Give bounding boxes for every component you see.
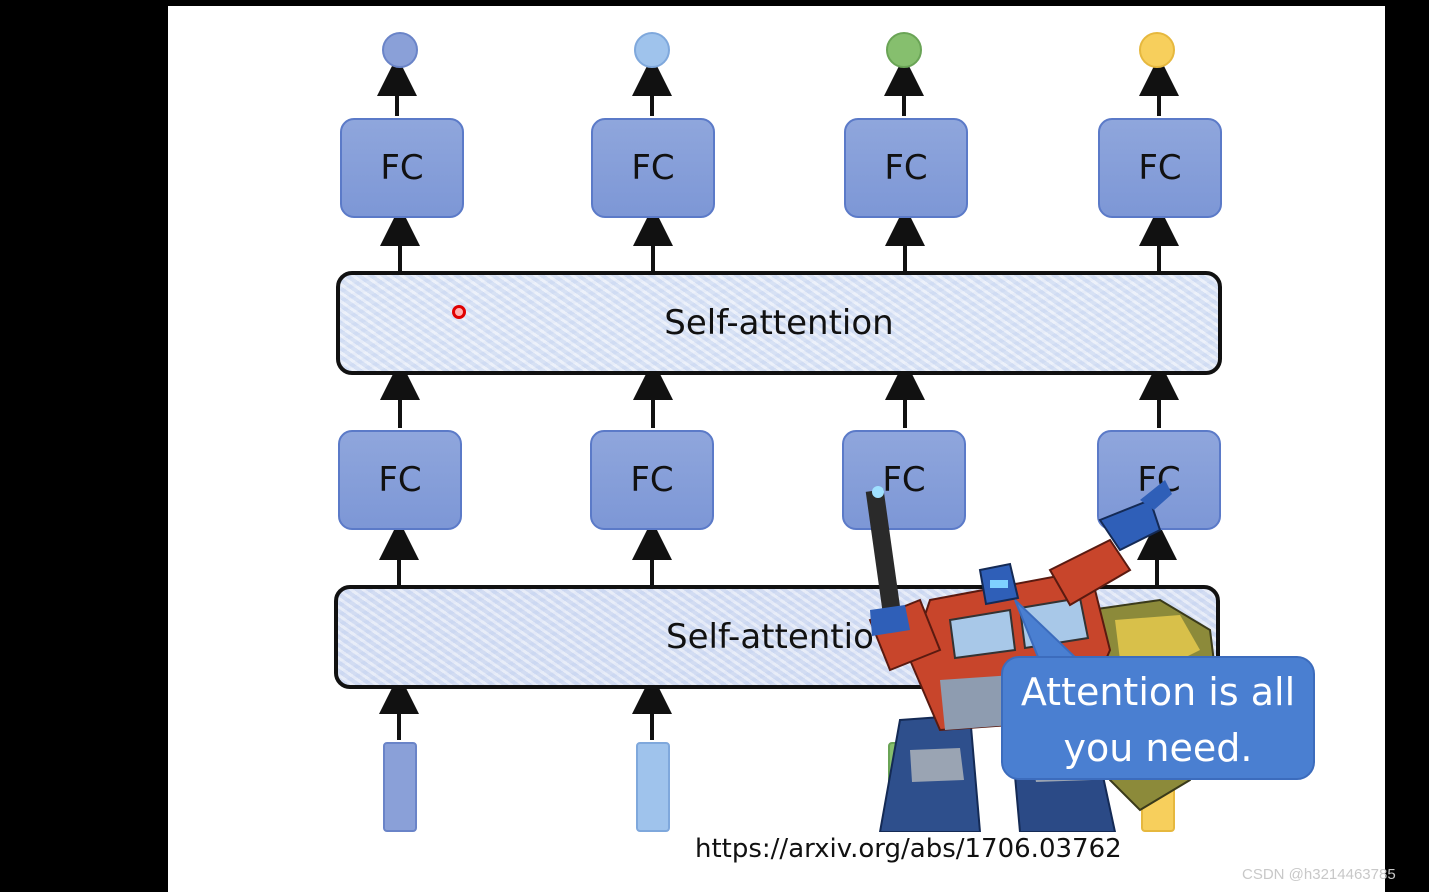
fc-upper-4: FC bbox=[1098, 118, 1222, 218]
fc-lower-1: FC bbox=[338, 430, 462, 530]
fc-label: FC bbox=[884, 148, 928, 188]
fc-upper-2: FC bbox=[591, 118, 715, 218]
fc-label: FC bbox=[631, 148, 675, 188]
input-vector-1 bbox=[383, 742, 417, 832]
fc-label: FC bbox=[380, 148, 424, 188]
fc-label: FC bbox=[882, 460, 926, 500]
self-attention-occluded-label: Self-attentio bbox=[666, 617, 874, 657]
bubble-line-1: Attention is all bbox=[1020, 670, 1296, 714]
fc-lower-3: FC bbox=[842, 430, 966, 530]
fc-label: FC bbox=[1138, 148, 1182, 188]
paper-url: https://arxiv.org/abs/1706.03762 bbox=[695, 834, 1122, 864]
self-attention-upper: Self-attention bbox=[336, 271, 1222, 375]
left-black-bar bbox=[0, 0, 168, 892]
watermark: CSDN @h3214463785 bbox=[1242, 866, 1396, 883]
output-circle-1 bbox=[382, 32, 418, 68]
self-attention-label: Self-attention bbox=[664, 303, 894, 343]
fc-upper-3: FC bbox=[844, 118, 968, 218]
input-vector-2 bbox=[636, 742, 670, 832]
speech-bubble: Attention is all you need. bbox=[1001, 656, 1315, 780]
fc-upper-1: FC bbox=[340, 118, 464, 218]
bubble-tail bbox=[1014, 599, 1083, 663]
bubble-line-2: you need. bbox=[1063, 726, 1253, 770]
fc-label: FC bbox=[378, 460, 422, 500]
output-circle-2 bbox=[634, 32, 670, 68]
right-black-bar bbox=[1385, 0, 1429, 892]
fc-lower-2: FC bbox=[590, 430, 714, 530]
output-circle-3 bbox=[886, 32, 922, 68]
output-circle-4 bbox=[1139, 32, 1175, 68]
laser-pointer-dot bbox=[452, 305, 466, 319]
fc-label: FC bbox=[630, 460, 674, 500]
